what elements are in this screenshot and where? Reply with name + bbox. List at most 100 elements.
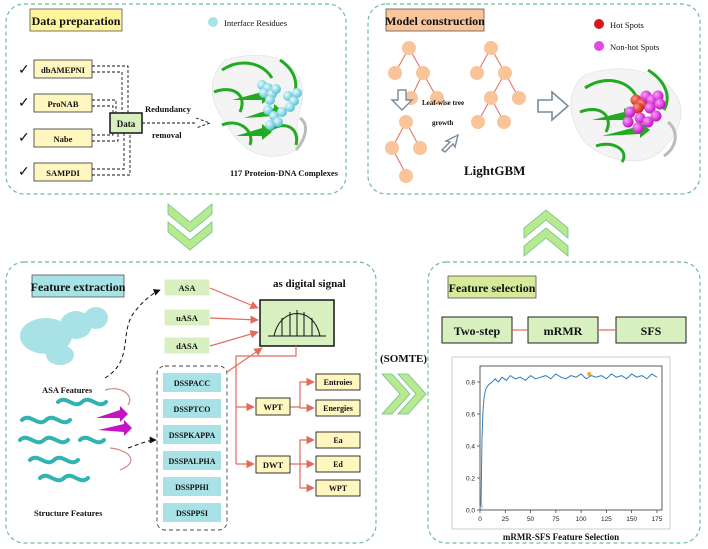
panel-title-box: [29, 8, 123, 32]
wpt-output-box: [315, 373, 361, 391]
structure-features-caption: Structure Features: [34, 508, 103, 518]
wpt-output-box: [315, 399, 361, 417]
pipeline-step-label: mRMR: [544, 324, 583, 338]
x-tick-label: 50: [527, 516, 535, 523]
data-preparation-title: Data preparation: [32, 14, 121, 28]
source-label: SAMPDI: [46, 168, 80, 178]
panel-title-box: [447, 275, 537, 299]
growth-label: growth: [432, 119, 453, 127]
dwt-output-label: Ed: [333, 460, 343, 469]
plot-area: [479, 365, 663, 511]
x-tick-label: 75: [552, 516, 560, 523]
pipeline-step-box: [527, 316, 599, 344]
x-tick-label: 25: [502, 516, 510, 523]
asa-feature-label: ASA: [178, 283, 196, 293]
data-preparation-panel: Data preparation Interface Residues ✓ ✓ …: [5, 3, 347, 195]
y-tick-label: 0.2: [466, 476, 475, 483]
check-icon: ✓: [18, 96, 30, 111]
x-tick-label: 175: [652, 516, 663, 523]
asa-feature-label: dASA: [176, 341, 199, 351]
x-tick-label: 150: [626, 516, 637, 523]
x-tick-label: 100: [576, 516, 587, 523]
asa-feature-box: [163, 278, 211, 297]
structure-image: [18, 388, 132, 483]
interface-residue-spheres: [257, 80, 302, 130]
down-chevron-icon: [167, 203, 213, 251]
panel-border: [427, 261, 701, 544]
interface-residues-legend-dot: [208, 17, 218, 27]
y-tick-label: 0.6: [466, 412, 475, 419]
structure-feature-label: DSSPTCO: [174, 405, 211, 414]
source-label: ProNAB: [47, 99, 78, 109]
check-icon: ✓: [18, 63, 30, 78]
chart-caption: mRMR-SFS Feature Selection: [503, 532, 619, 542]
digital-signal-label: as digital signal: [273, 278, 346, 290]
non-hot-spot-spheres: [622, 90, 666, 134]
decision-tree: [385, 115, 427, 183]
removal-label: removal: [152, 130, 182, 140]
data-hub-label: Data: [117, 119, 136, 129]
signal-waveform-icon: [268, 310, 326, 337]
non-hot-spots-legend-label: Non-hot Spots: [610, 42, 659, 52]
source-box: [33, 93, 93, 113]
pipeline-step-label: Two-step: [454, 324, 501, 338]
redundancy-arrowhead: [195, 117, 212, 129]
structure-feature-list: DSSPACC DSSPTCO DSSPKAPPA DSSPALPHA DSSP…: [163, 373, 221, 522]
pipeline-step-box: [441, 316, 513, 344]
structure-feature-label: DSSPALPHA: [169, 457, 216, 466]
start-point: [479, 504, 483, 509]
dwt-output-box: [315, 455, 361, 473]
wpt-label: WPT: [263, 402, 283, 412]
panel-title-box: [31, 274, 125, 298]
y-tick-label: 0.0: [466, 508, 475, 515]
structure-feature-box: [163, 503, 221, 522]
structure-feature-box: [163, 399, 221, 418]
decision-tree: [470, 41, 526, 129]
structure-feature-label: DSSPACC: [174, 379, 211, 388]
asa-spheres-icon: [20, 307, 108, 365]
source-label: Nabe: [54, 134, 73, 144]
feature-selection-chart: 0 25 50 75 100 125 150 175 0.0 0.2 0.4 0.6 0.8: [466, 365, 663, 523]
dwt-output-label: WPT: [329, 484, 348, 493]
source-box: [33, 128, 93, 148]
up-chevron-icon: [523, 209, 569, 257]
series-line: [480, 373, 658, 507]
wpt-output-label: Entroies: [324, 378, 353, 387]
model-construction-title: Model construction: [385, 14, 485, 28]
asa-feature-label: uASA: [176, 313, 199, 323]
feature-selection-title: Feature selection: [449, 281, 536, 295]
decision-tree: [388, 41, 444, 105]
dwt-output-label: Ea: [333, 436, 342, 445]
panel-border: [367, 3, 701, 195]
structure-feature-label: DSSPKAPPA: [169, 431, 216, 440]
redundancy-label: Redundancy: [145, 104, 192, 114]
panel-border: [5, 3, 347, 195]
right-arrow-icon: [537, 90, 570, 122]
leafwise-label: Leaf-wise tree: [422, 99, 464, 107]
structure-features-group: [156, 365, 228, 531]
check-icons: ✓ ✓ ✓ ✓: [18, 63, 30, 180]
source-box: [33, 162, 93, 182]
lightgbm-label: LightGBM: [464, 163, 525, 178]
transform-connectors: [235, 346, 315, 493]
y-tick-label: 0.8: [466, 380, 475, 387]
y-tick-label: 0.4: [466, 444, 475, 451]
hot-spots-legend-dot: [594, 19, 604, 29]
x-tick-label: 0: [478, 516, 482, 523]
source-box: [33, 59, 93, 79]
hot-spots-legend-label: Hot Spots: [610, 20, 644, 30]
dwt-output-box: [315, 431, 361, 449]
structure-feature-box: [163, 425, 221, 444]
somte-label: (SOMTE): [380, 353, 427, 365]
highlight-point: [587, 372, 592, 376]
structure-feature-box: [163, 451, 221, 470]
feature-extraction-panel: Feature extraction ASA Features: [5, 261, 377, 544]
dwt-box: [255, 455, 291, 474]
diagonal-arrow-icon: [440, 133, 460, 153]
dwt-output-box: [315, 479, 361, 497]
asa-features-caption: ASA Features: [42, 385, 93, 395]
asa-arrow: [104, 289, 161, 379]
x-tick-label: 125: [601, 516, 612, 523]
down-arrow-icon: [390, 89, 414, 111]
